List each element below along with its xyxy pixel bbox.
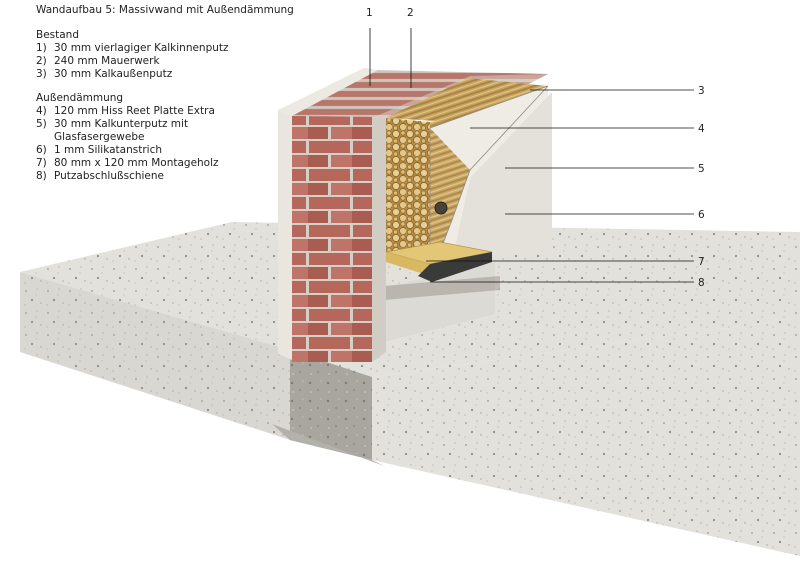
callout-number: 3 xyxy=(698,85,705,97)
legend-item-text: 30 mm vierlagiger Kalkinnenputz xyxy=(54,42,229,54)
legend-item-text: Putzabschlußschiene xyxy=(54,170,165,182)
inner-plaster-face xyxy=(278,104,292,360)
legend-item-text: 240 mm Mauerwerk xyxy=(54,55,160,67)
legend-item-text: 120 mm Hiss Reet Platte Extra xyxy=(54,105,215,117)
callout-number: 4 xyxy=(698,123,705,135)
callout-number: 7 xyxy=(698,256,705,268)
legend-item: 2) 240 mm Mauerwerk xyxy=(36,55,356,68)
brick-masonry-front xyxy=(292,116,372,362)
floor-slab-front-right xyxy=(290,318,800,556)
legend-item: 3) 30 mm Kalkaußenputz xyxy=(36,68,356,81)
legend-item-text: 80 mm x 120 mm Montageholz xyxy=(54,157,219,169)
legend-item-number: 5) xyxy=(36,118,47,130)
plaster-end-rail xyxy=(418,252,492,282)
legend-list-bestand: 1) 30 mm vierlagiger Kalkinnenputz 2) 240 … xyxy=(36,42,356,81)
legend: Wandaufbau 5: Massivwand mit Außendämmun… xyxy=(36,4,356,194)
legend-item-number: 6) xyxy=(36,144,47,156)
legend-item: 6) 1 mm Silikatanstrich xyxy=(36,144,356,157)
legend-item-text: 1 mm Silikatanstrich xyxy=(54,144,163,156)
callout-number: 1 xyxy=(366,7,373,19)
floor-slab-front-left xyxy=(20,272,290,440)
callout-number: 8 xyxy=(698,277,705,289)
legend-item-number: 1) xyxy=(36,42,47,54)
legend-item-number: 8) xyxy=(36,170,47,182)
legend-item-number: 4) xyxy=(36,105,47,117)
legend-item: 4) 120 mm Hiss Reet Platte Extra xyxy=(36,105,356,118)
legend-list-aussendaemmung: 4) 120 mm Hiss Reet Platte Extra 5) 30 mm … xyxy=(36,105,356,183)
silicate-coat-face xyxy=(452,92,552,262)
brick-masonry-right-edge xyxy=(372,108,386,362)
plinth-front xyxy=(372,262,495,345)
legend-item-number: 2) xyxy=(36,55,47,67)
legend-item: 7) 80 mm x 120 mm Montageholz xyxy=(36,157,356,170)
callout-number: 2 xyxy=(407,7,414,19)
callout-number: 5 xyxy=(698,163,705,175)
fastener-dowel xyxy=(434,201,448,215)
floor-slab-shade xyxy=(20,272,290,440)
legend-item-number: 7) xyxy=(36,157,47,169)
drawing-title: Wandaufbau 5: Massivwand mit Außendämmun… xyxy=(36,4,294,16)
legend-item: 5) 30 mm Kalkunterputz mit Glasfasergeweb… xyxy=(36,118,356,144)
legend-item: 8) Putzabschlußschiene xyxy=(36,170,356,183)
reed-board-side xyxy=(386,118,430,264)
group-heading-aussendaemmung: Außendämmung xyxy=(36,92,124,104)
mounting-timber-front xyxy=(386,252,430,276)
legend-item: 1) 30 mm vierlagiger Kalkinnenputz xyxy=(36,42,356,55)
leader-lines xyxy=(369,28,694,283)
legend-item-text: 30 mm Kalkunterputz mit Glasfasergewebe xyxy=(54,118,189,143)
callout-number: 6 xyxy=(698,209,705,221)
legend-item-text: 30 mm Kalkaußenputz xyxy=(54,68,173,80)
wall-top-plaster xyxy=(278,68,378,116)
floor-wall-joint-below xyxy=(272,424,384,466)
legend-item-number: 3) xyxy=(36,68,47,80)
floor-wall-joint xyxy=(290,350,372,460)
reed-board-top xyxy=(386,78,548,124)
group-heading-bestand: Bestand xyxy=(36,29,80,41)
